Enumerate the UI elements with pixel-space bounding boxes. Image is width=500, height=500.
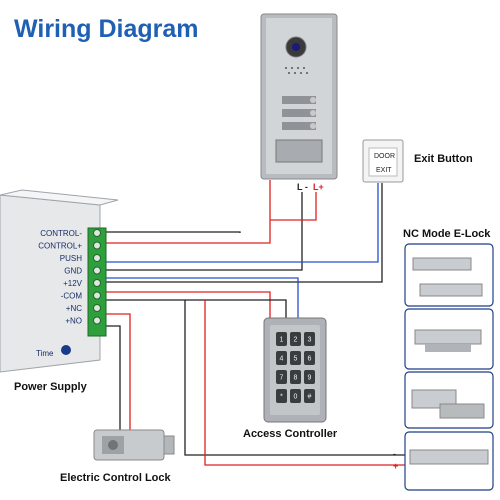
terminal-label: +NO: [65, 317, 82, 326]
keypad-key-label: 8: [294, 375, 298, 382]
power-supply-device: CONTROL- CONTROL+ PUSH GND +12V -COM +NC +NO Ti…: [0, 189, 119, 373]
keypad-key: [304, 351, 315, 365]
intercom-plus-label: L+: [313, 182, 324, 192]
door-station: L - L+: [260, 13, 338, 192]
wire-exit-black: [105, 183, 383, 283]
keypad-key: [290, 332, 301, 346]
keypad-key-label: 2: [294, 337, 298, 344]
bolt-lock-2: [419, 283, 483, 297]
exit-button-label: Exit Button: [414, 153, 473, 165]
terminal-screw-icon: [93, 279, 101, 287]
wire-control-minus: [105, 231, 241, 233]
keypad-key-label: 3: [308, 337, 312, 344]
exit-face-bottom: EXIT: [376, 167, 392, 174]
power-supply-label: Power Supply: [14, 381, 88, 393]
keypad-key-label: 5: [294, 356, 298, 363]
diagram-title: Wiring Diagram: [14, 15, 199, 43]
terminal-screw-icon: [93, 241, 101, 250]
nc-mode-label: NC Mode E-Lock: [403, 228, 491, 240]
keypad-key: [276, 370, 287, 384]
keypad-key-label: 9: [308, 375, 312, 382]
keypad-key: [290, 351, 301, 365]
wire-intercom-plus: [105, 180, 271, 244]
wire-12v: [105, 291, 271, 318]
access-controller-label: Access Controller: [243, 428, 338, 440]
rfid-reader: [275, 139, 323, 163]
keypad-key-label: #: [308, 394, 312, 401]
wire-lock-minus: [184, 300, 405, 456]
keypad-key: [276, 389, 287, 403]
time-label: Time: [36, 349, 54, 358]
terminal-label: +NC: [66, 304, 82, 313]
keypad-key: [290, 370, 301, 384]
wire-no-lock: [105, 325, 121, 448]
keypad-key: [276, 351, 287, 365]
lock-plus-label: +: [393, 461, 398, 471]
wire-nc-lock: [105, 313, 131, 445]
terminal-label: CONTROL+: [38, 242, 82, 251]
lock-minus-label: -: [393, 449, 396, 459]
keypad-key: [304, 389, 315, 403]
terminal-screw-icon: [93, 229, 101, 237]
electric-lock-label: Electric Control Lock: [60, 472, 172, 484]
keypad-key: [304, 332, 315, 346]
terminal-label: CONTROL-: [40, 229, 82, 238]
keypad-controller: 1 2 3 4 5 6 7 8 9 * 0 #: [263, 317, 327, 423]
keypad-key-label: 6: [308, 356, 312, 363]
keypad-key-label: 7: [280, 375, 284, 382]
exit-face-top: DOOR: [374, 153, 395, 160]
keypad-key: [304, 370, 315, 384]
intercom-minus-label: L -: [297, 182, 308, 192]
wire-gnd: [105, 277, 299, 318]
time-dial-icon: [61, 345, 71, 355]
terminal-screw-icon: [93, 304, 101, 312]
keypad-key-label: 4: [280, 356, 284, 363]
terminal-screw-icon: [93, 291, 101, 300]
wire-com: [105, 299, 287, 318]
wire-exit-blue: [105, 183, 379, 263]
wire-intercom-minus: [105, 192, 303, 271]
terminal-label: +12V: [63, 279, 83, 288]
call-buttons: [282, 96, 316, 130]
keypad-key-label: 1: [280, 337, 284, 344]
bolt-lock-1: [412, 257, 472, 271]
keypad-key-label: 0: [294, 394, 298, 401]
terminal-label: -COM: [61, 292, 83, 301]
terminal-screw-icon: [93, 266, 101, 275]
terminal-label: PUSH: [60, 254, 82, 263]
wire-intercom-lplus: [270, 192, 317, 221]
strike-lock: [414, 329, 482, 345]
terminal-label: GND: [64, 267, 82, 276]
speaker-grille: [285, 67, 308, 74]
elock-panels: [404, 243, 494, 491]
keypad-key-label: *: [280, 394, 283, 401]
terminal-screw-icon: [93, 254, 101, 262]
keypad-key: [290, 389, 301, 403]
electric-lock-device: [93, 429, 175, 461]
lock-keyhole-icon: [108, 440, 118, 450]
wires: [105, 180, 405, 466]
keypad-key: [276, 332, 287, 346]
wire-lock-plus: [204, 300, 405, 466]
terminal-screw-icon: [93, 316, 101, 325]
drop-bolt-lock: [409, 449, 489, 465]
exit-button-device: DOOR EXIT: [362, 139, 404, 183]
